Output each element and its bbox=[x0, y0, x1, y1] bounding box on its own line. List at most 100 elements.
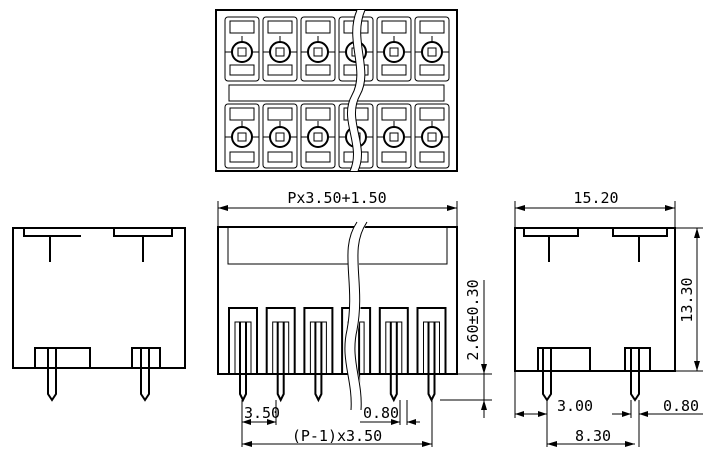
top-view bbox=[215, 9, 458, 172]
top-cell-pin bbox=[275, 132, 285, 142]
front-view-outline bbox=[217, 226, 458, 375]
top-cell-circle bbox=[421, 126, 443, 148]
top-cell-pin bbox=[427, 132, 437, 142]
left-pin-2 bbox=[140, 348, 150, 402]
top-cell-pin bbox=[389, 132, 399, 142]
top-cell-circle bbox=[307, 126, 329, 148]
front-slot bbox=[265, 307, 296, 374]
top-cell-window bbox=[267, 107, 293, 121]
top-cell-slot bbox=[305, 151, 331, 163]
top-cell-pin bbox=[237, 47, 247, 57]
top-cell-window bbox=[229, 20, 255, 34]
right-foot-notch-1 bbox=[537, 347, 591, 371]
right-view-outline bbox=[514, 227, 676, 372]
top-cell-circle bbox=[383, 126, 405, 148]
front-slot-inner bbox=[234, 321, 252, 374]
top-cell-circle bbox=[421, 41, 443, 63]
front-dimensions: Px3.50+1.50 2.60±0.30 3.50 0.80 (P-1)x3.… bbox=[217, 189, 492, 447]
top-cell-circle bbox=[269, 126, 291, 148]
front-slot-inner bbox=[423, 321, 440, 374]
top-cell-circle bbox=[231, 126, 253, 148]
front-slot-inner bbox=[385, 321, 403, 374]
front-break-gap bbox=[344, 222, 368, 410]
top-cell-slot bbox=[419, 64, 445, 76]
right-side-view bbox=[514, 227, 676, 402]
front-pin bbox=[314, 322, 323, 403]
pin-span-label: (P-1)x3.50 bbox=[292, 427, 382, 445]
top-view-cells bbox=[224, 16, 450, 169]
top-cell-circle bbox=[383, 41, 405, 63]
height-label: 13.30 bbox=[678, 277, 696, 322]
right-pin-2 bbox=[630, 348, 640, 402]
top-cell-slot bbox=[229, 151, 255, 163]
pitch-label: 3.50 bbox=[244, 404, 280, 422]
top-cell-window bbox=[381, 20, 407, 34]
top-cell-pin bbox=[313, 132, 323, 142]
row-spacing-label: 8.30 bbox=[575, 427, 611, 445]
top-cell-window bbox=[305, 20, 331, 34]
front-slot-inner bbox=[272, 321, 290, 374]
top-cell-circle bbox=[231, 41, 253, 63]
front-break-line-right bbox=[354, 221, 368, 411]
top-cell-pin bbox=[275, 47, 285, 57]
left-foot-notch-1 bbox=[34, 347, 91, 368]
right-latch-1 bbox=[523, 228, 579, 262]
top-cell-slot bbox=[305, 64, 331, 76]
top-cell-pin bbox=[427, 47, 437, 57]
left-latch-1 bbox=[23, 228, 81, 262]
break-line-right bbox=[355, 9, 366, 172]
total-length-label: Px3.50+1.50 bbox=[287, 189, 386, 207]
top-cell bbox=[262, 16, 298, 82]
center-rib bbox=[228, 84, 445, 102]
top-cell-circle bbox=[269, 41, 291, 63]
top-cell-slot bbox=[229, 64, 255, 76]
front-slot-inner bbox=[309, 321, 327, 374]
right-pin-1 bbox=[542, 348, 552, 402]
top-cell-slot bbox=[267, 64, 293, 76]
front-view bbox=[217, 221, 458, 411]
top-cell-window bbox=[305, 107, 331, 121]
front-break-line-left bbox=[344, 221, 358, 411]
left-pin-1 bbox=[47, 348, 57, 402]
side-dimensions: 15.20 13.30 3.00 0.80 8.30 bbox=[514, 189, 703, 447]
left-end-view bbox=[12, 227, 186, 402]
top-cell-circle bbox=[307, 41, 329, 63]
top-cell-pin bbox=[237, 132, 247, 142]
top-cell-slot bbox=[267, 151, 293, 163]
front-pin bbox=[239, 322, 247, 403]
left-latch-2 bbox=[113, 228, 173, 262]
front-pin bbox=[276, 322, 285, 403]
top-cell bbox=[414, 16, 450, 82]
top-cell-window bbox=[229, 107, 255, 121]
top-cell-window bbox=[267, 20, 293, 34]
break-line-left bbox=[347, 9, 358, 172]
front-pin bbox=[427, 322, 436, 403]
front-slot bbox=[416, 307, 447, 374]
side-width-label: 15.20 bbox=[573, 189, 618, 207]
front-slot bbox=[378, 307, 409, 374]
left-view-outline bbox=[12, 227, 186, 369]
top-cell-window bbox=[381, 107, 407, 121]
top-cell-pin bbox=[389, 47, 399, 57]
top-cell-window bbox=[419, 107, 445, 121]
top-cell-slot bbox=[419, 151, 445, 163]
top-cell-pin bbox=[313, 47, 323, 57]
top-cell-window bbox=[419, 20, 445, 34]
front-slots bbox=[228, 307, 447, 374]
break-gap bbox=[347, 10, 365, 171]
top-cell bbox=[262, 103, 298, 169]
top-cell bbox=[414, 103, 450, 169]
right-foot-notch-2 bbox=[624, 347, 651, 371]
pin-length-label: 2.60±0.30 bbox=[464, 279, 482, 360]
front-pin bbox=[389, 322, 398, 403]
row-offset-label: 3.00 bbox=[557, 397, 593, 415]
left-foot-notch-2 bbox=[131, 347, 161, 368]
top-cell bbox=[224, 16, 260, 82]
top-cell bbox=[376, 16, 412, 82]
pin-width-side-label: 0.80 bbox=[663, 397, 699, 415]
top-cell bbox=[224, 103, 260, 169]
top-view-outline bbox=[215, 9, 458, 172]
front-pins bbox=[239, 322, 436, 403]
